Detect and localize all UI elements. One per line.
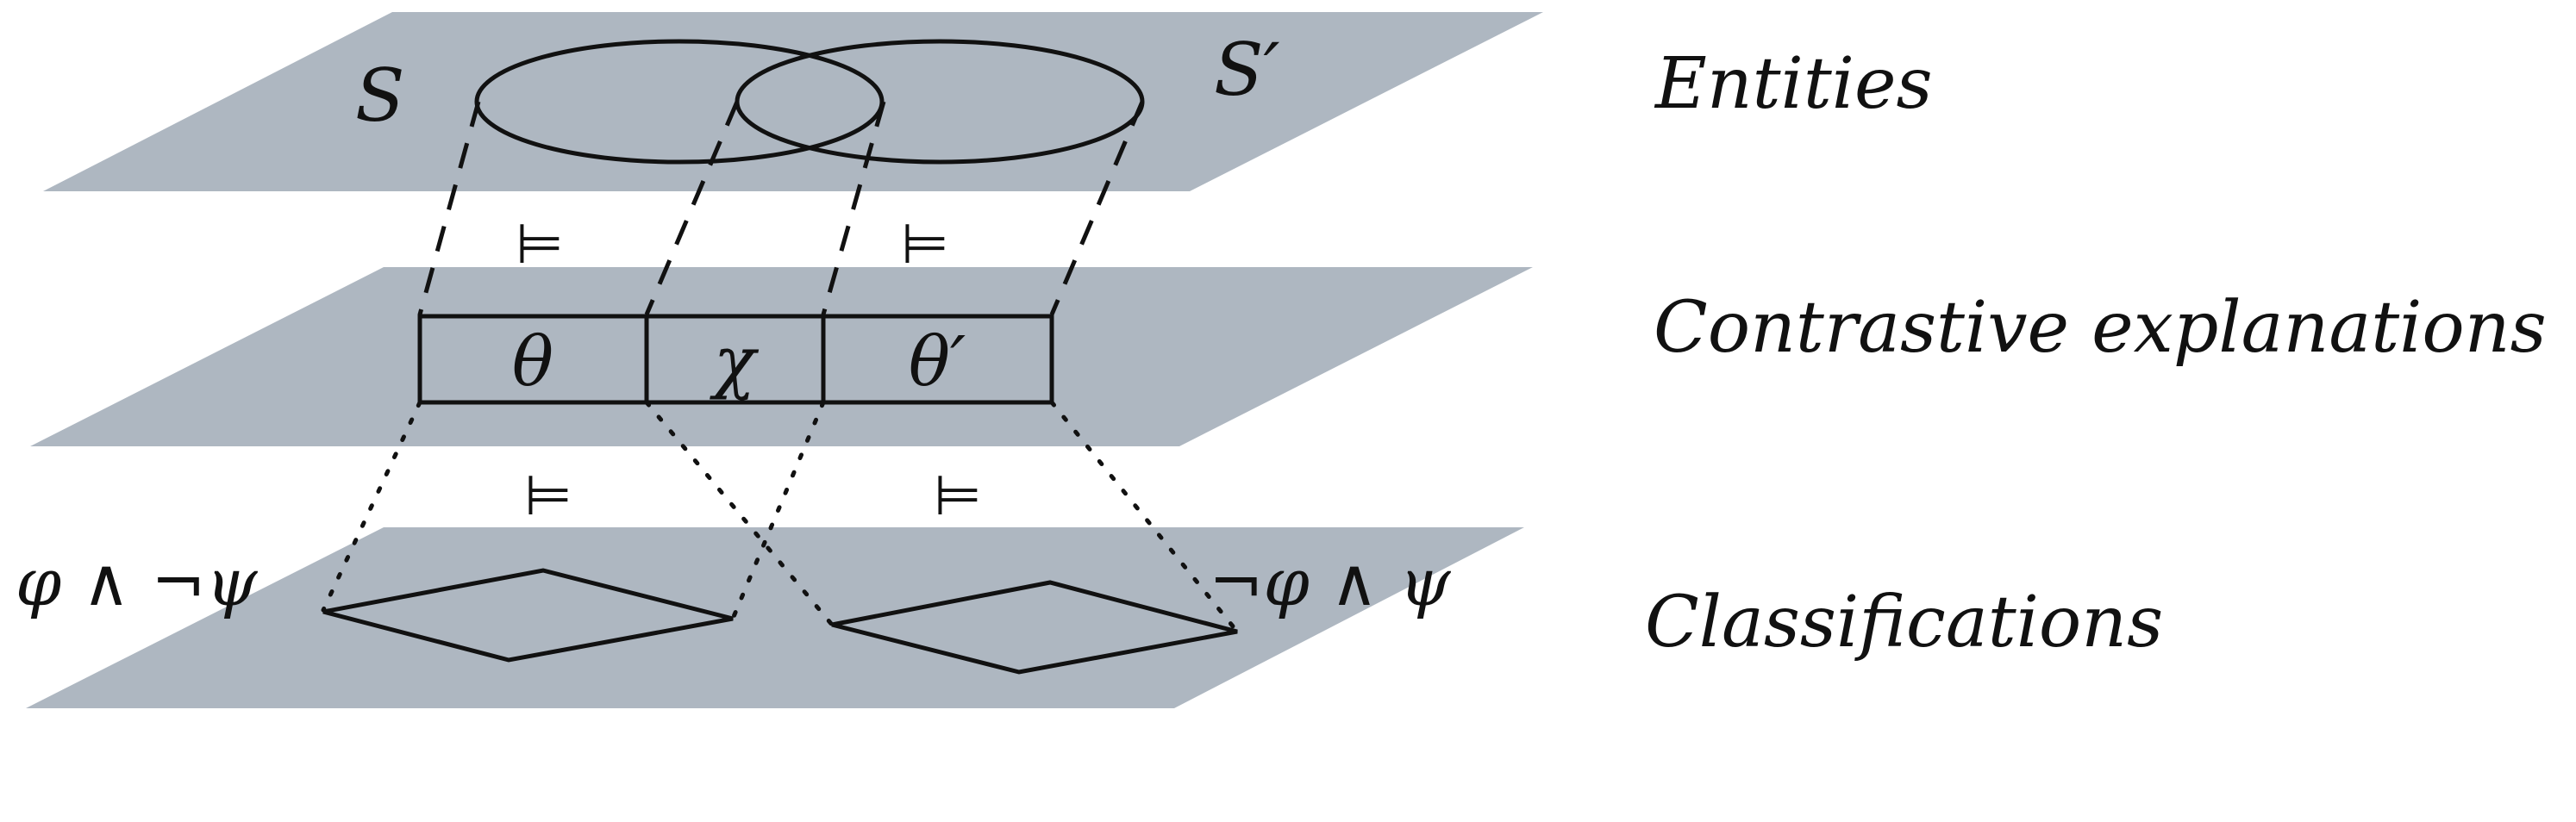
left-classification-diamond — [322, 568, 734, 663]
explanations-plane — [30, 267, 1533, 446]
dotted-connector-3 — [730, 400, 826, 621]
entails-lower-left: ⊨ — [524, 464, 572, 528]
dotted-connector-1 — [321, 400, 422, 613]
theta-label: θ — [512, 321, 553, 402]
dashed-connector-1 — [417, 101, 481, 315]
left-formula: φ ∧ ¬ψ — [16, 544, 259, 620]
theta-prime-label: θ′ — [909, 321, 966, 402]
dotted-connector-4 — [1049, 400, 1240, 634]
dashed-connector-2 — [644, 101, 740, 315]
dashed-connector-3 — [821, 101, 886, 315]
chi-label: χ — [710, 321, 760, 402]
right-formula: ¬φ ∧ ψ — [1209, 544, 1452, 620]
theta-prime-box — [821, 314, 1054, 405]
right-classification-diamond — [831, 580, 1238, 675]
entails-lower-right: ⊨ — [934, 464, 982, 528]
classifications-plane — [26, 527, 1524, 708]
entities-layer-label: Entities — [1654, 43, 1933, 125]
dashed-connector-4 — [1049, 101, 1145, 315]
set-s-label: S — [355, 53, 405, 138]
classifications-layer-label: Classifications — [1645, 582, 2163, 663]
set-s-prime-label: S′ — [1214, 28, 1280, 112]
entails-upper-left: ⊨ — [516, 213, 564, 277]
entities-plane — [43, 12, 1543, 191]
contrastive-explanations-layer-label: Contrastive explanations — [1654, 287, 2547, 369]
entails-upper-right: ⊨ — [901, 213, 949, 277]
